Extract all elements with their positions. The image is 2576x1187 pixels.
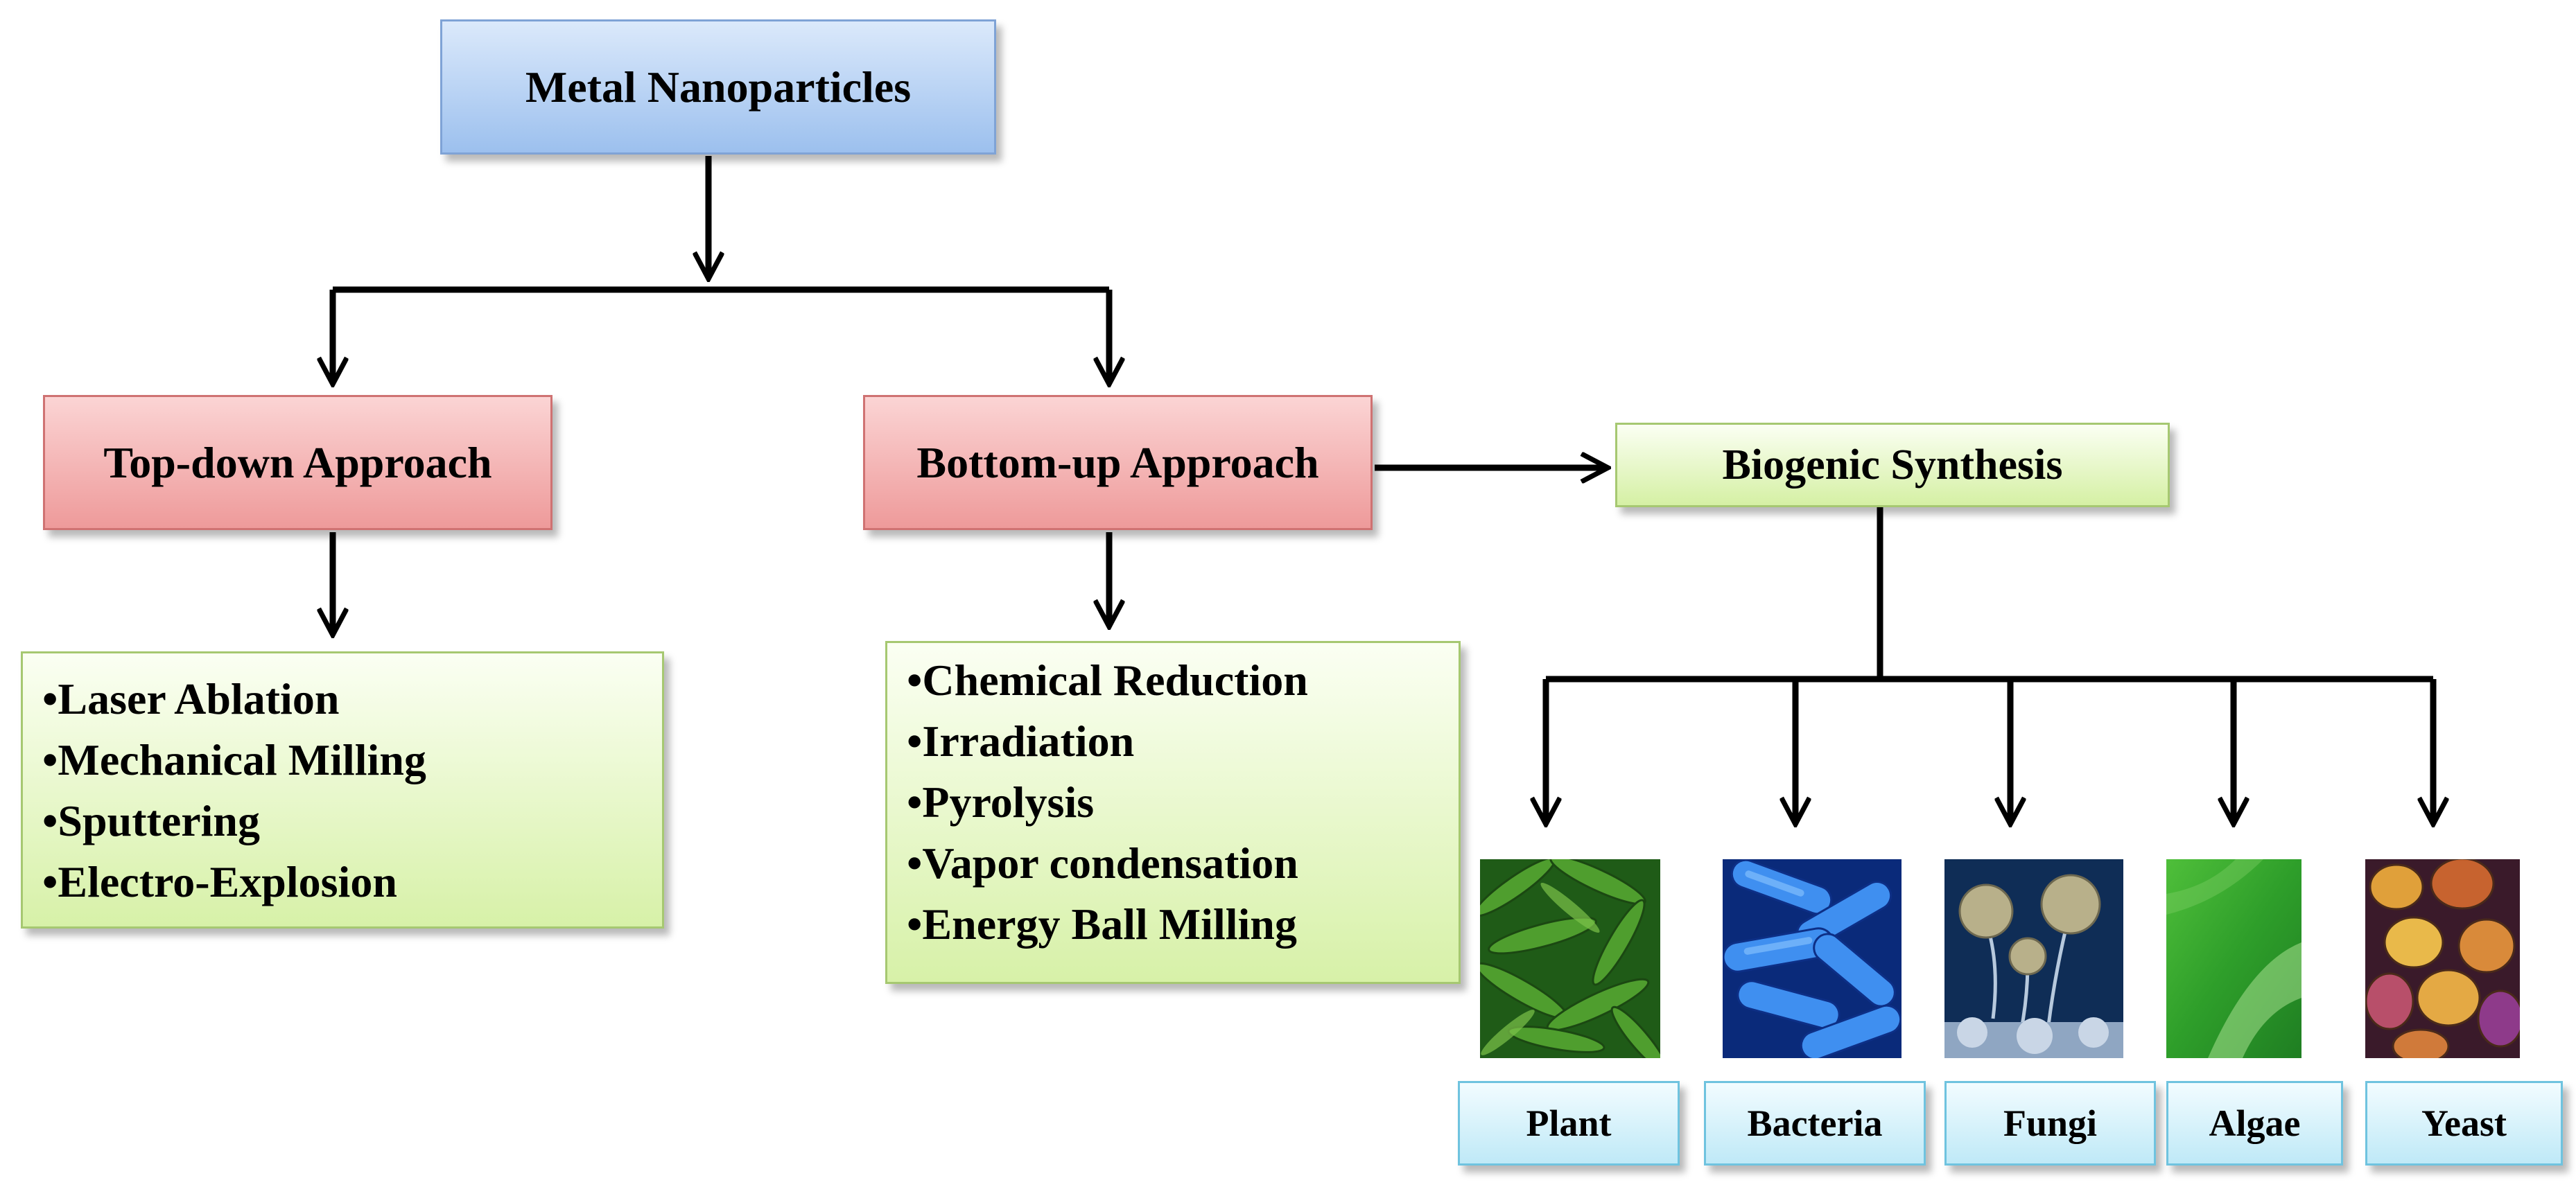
bottom-up-label: Bottom-up Approach bbox=[916, 437, 1319, 487]
top-down-node: Top-down Approach bbox=[43, 395, 552, 530]
list-item: Electro-Explosion bbox=[42, 852, 662, 913]
yeast-image bbox=[2365, 859, 2520, 1058]
source-bacteria-label: Bacteria bbox=[1704, 1081, 1926, 1166]
fungi-image bbox=[1944, 859, 2123, 1058]
list-item: Vapor condensation bbox=[907, 833, 1459, 894]
source-plant-label: Plant bbox=[1458, 1081, 1680, 1166]
source-fungi-label: Fungi bbox=[1944, 1081, 2156, 1166]
list-item: Mechanical Milling bbox=[42, 730, 662, 791]
list-item: Chemical Reduction bbox=[907, 650, 1459, 711]
algae-image bbox=[2166, 859, 2301, 1058]
list-item: Sputtering bbox=[42, 791, 662, 852]
list-item: Irradiation bbox=[907, 711, 1459, 772]
plant-image bbox=[1480, 859, 1660, 1058]
list-item: Pyrolysis bbox=[907, 772, 1459, 833]
top-down-label: Top-down Approach bbox=[103, 437, 492, 487]
biogenic-label: Biogenic Synthesis bbox=[1722, 441, 2063, 489]
root-node: Metal Nanoparticles bbox=[440, 19, 996, 155]
top-down-methods-list: Laser Ablation Mechanical Milling Sputte… bbox=[21, 651, 664, 929]
source-algae-label: Algae bbox=[2166, 1081, 2343, 1166]
bacteria-image bbox=[1723, 859, 1901, 1058]
root-label: Metal Nanoparticles bbox=[525, 62, 912, 112]
list-item: Laser Ablation bbox=[42, 669, 662, 730]
bottom-up-node: Bottom-up Approach bbox=[863, 395, 1373, 530]
source-yeast-label: Yeast bbox=[2365, 1081, 2563, 1166]
list-item: Energy Ball Milling bbox=[907, 894, 1459, 955]
biogenic-node: Biogenic Synthesis bbox=[1615, 423, 2170, 507]
bottom-up-methods-list: Chemical Reduction Irradiation Pyrolysis… bbox=[885, 641, 1461, 984]
